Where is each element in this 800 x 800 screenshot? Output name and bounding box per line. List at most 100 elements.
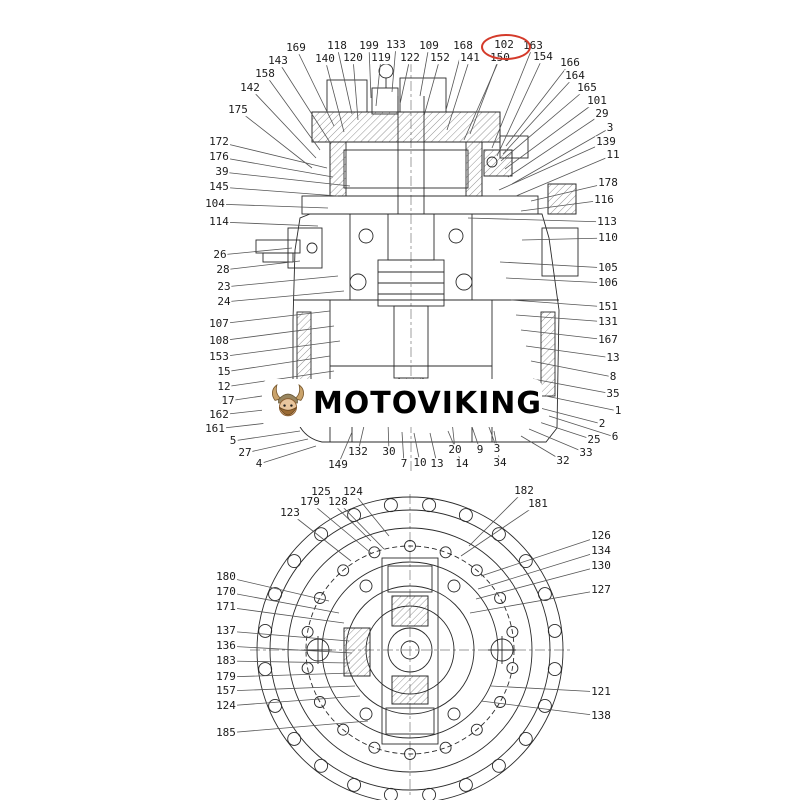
part-label-104: 104 <box>204 197 226 211</box>
leader-line <box>225 685 356 692</box>
part-label-140: 140 <box>314 52 336 66</box>
bolt-hole <box>458 508 473 523</box>
bolt-hole <box>458 777 473 792</box>
part-label-122: 122 <box>399 51 421 65</box>
bolt-hole <box>439 741 452 754</box>
watermark: MOTOVIKING <box>262 379 542 427</box>
bolt-hole <box>547 623 562 638</box>
leader-line <box>225 695 361 707</box>
part-label-132: 132 <box>347 445 369 459</box>
outer-bolt-ring <box>258 498 562 800</box>
bolt-hole <box>547 662 562 677</box>
part-label-119: 119 <box>370 51 392 65</box>
part-label-178: 178 <box>597 176 619 190</box>
leader-line <box>218 156 334 178</box>
bolt-hole <box>347 777 362 792</box>
leader-line <box>337 501 385 550</box>
leader-line <box>515 154 614 197</box>
part-label-110: 110 <box>597 231 619 245</box>
leader-line <box>463 57 501 141</box>
leader-line <box>309 501 372 554</box>
leader-line <box>535 420 595 441</box>
part-label-5: 5 <box>228 434 238 448</box>
leader-line <box>477 550 602 590</box>
leader-line <box>504 100 598 170</box>
leader-line <box>258 445 317 465</box>
leader-line <box>225 606 345 624</box>
part-label-14: 14 <box>454 457 470 471</box>
part-label-3: 3 <box>605 121 615 135</box>
bolt-hole <box>537 587 552 602</box>
bolt-hole <box>537 698 552 713</box>
leader-line <box>511 127 611 185</box>
leader-line <box>244 438 309 454</box>
part-label-118: 118 <box>326 39 348 53</box>
leader-line <box>419 45 430 97</box>
leader-line <box>352 491 390 537</box>
part-label-32: 32 <box>555 454 571 468</box>
leader-line <box>295 47 335 127</box>
leader-line <box>467 217 608 223</box>
part-label-185: 185 <box>215 726 237 740</box>
part-label-124: 124 <box>342 485 364 499</box>
part-label-166: 166 <box>559 56 581 70</box>
leader-line <box>505 62 571 147</box>
part-label-127: 127 <box>590 583 612 597</box>
leader-line <box>496 56 544 157</box>
part-label-149: 149 <box>327 458 349 472</box>
bolt-hole <box>268 698 283 713</box>
leader-line <box>336 45 353 115</box>
leader-line <box>225 645 353 654</box>
leader-line <box>423 57 441 117</box>
part-label-11: 11 <box>605 148 621 162</box>
part-label-179: 179 <box>215 670 237 684</box>
part-label-20: 20 <box>447 443 463 457</box>
bolt-hole <box>258 623 273 638</box>
leader-line <box>218 141 328 169</box>
part-label-106: 106 <box>597 276 619 290</box>
bolt-hole <box>404 748 416 760</box>
part-label-128: 128 <box>327 495 349 509</box>
viking-head-icon <box>272 384 304 417</box>
part-label-138: 138 <box>590 709 612 723</box>
leader-line <box>500 87 588 162</box>
part-label-181: 181 <box>527 497 549 511</box>
part-label-121: 121 <box>590 685 612 699</box>
leader-line <box>324 58 345 133</box>
leader-line <box>399 57 411 105</box>
part-label-123: 123 <box>279 506 301 520</box>
bolt-hole <box>518 554 533 569</box>
part-label-162: 162 <box>208 408 230 422</box>
part-label-6: 6 <box>610 430 620 444</box>
leader-line <box>214 203 329 209</box>
part-label-180: 180 <box>215 570 237 584</box>
leader-line <box>528 428 587 454</box>
leader-line <box>468 490 525 547</box>
part-label-4: 4 <box>254 457 264 471</box>
leader-line <box>507 113 603 178</box>
part-label-33: 33 <box>578 446 594 460</box>
leader-line <box>498 141 607 191</box>
leader-line <box>520 329 609 341</box>
leader-line <box>249 87 317 159</box>
part-label-171: 171 <box>215 600 237 614</box>
part-label-179: 179 <box>299 495 321 509</box>
bolt-hole <box>491 527 506 542</box>
leader-line <box>391 44 397 93</box>
leader-line <box>232 430 301 442</box>
part-label-8: 8 <box>608 370 618 384</box>
leader-line <box>225 720 369 734</box>
part-label-175: 175 <box>227 103 249 117</box>
part-label-108: 108 <box>208 334 230 348</box>
leader-line <box>475 565 602 600</box>
leader-line <box>222 260 301 271</box>
bolt-hole <box>404 540 416 552</box>
bolt-hole <box>470 564 483 577</box>
part-label-28: 28 <box>215 263 231 277</box>
part-label-133: 133 <box>385 38 407 52</box>
leader-line <box>480 700 602 717</box>
leader-line <box>223 355 331 373</box>
part-label-131: 131 <box>597 315 619 329</box>
leader-line <box>352 57 359 121</box>
